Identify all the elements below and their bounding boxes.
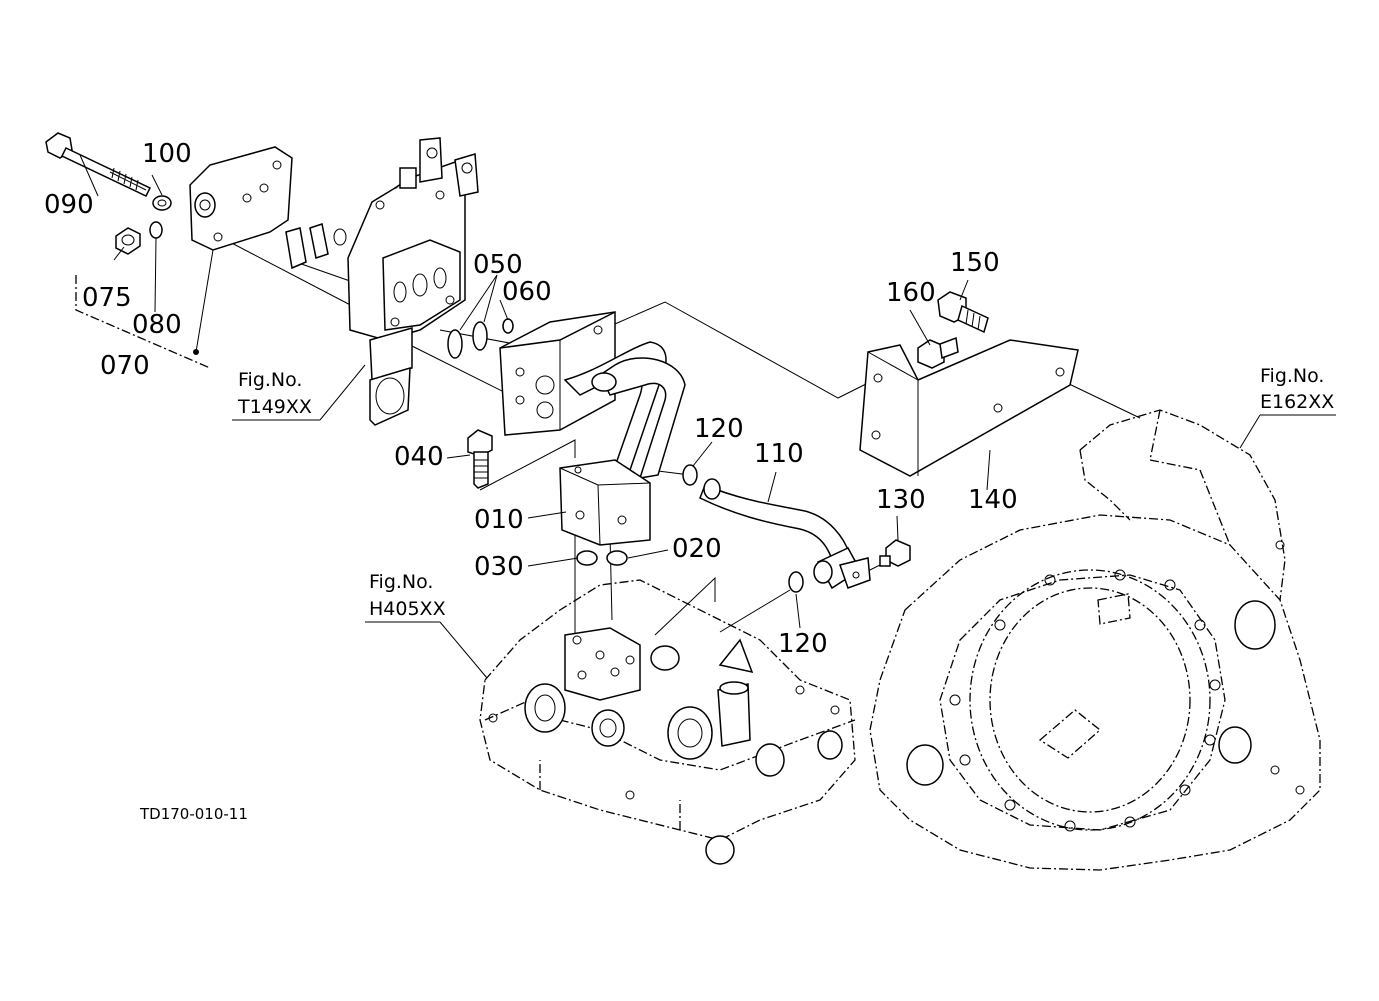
label-010: 010 <box>474 505 524 535</box>
fig-ref-case-prefix: Fig.No. <box>1260 365 1324 387</box>
drawing-code: TD170-010-11 <box>139 805 248 823</box>
o-ring-030 <box>576 550 598 566</box>
bolt-130 <box>879 539 911 567</box>
label-140: 140 <box>968 485 1018 515</box>
pipe-110 <box>699 478 871 590</box>
figure-references: Fig.No. T149XX Fig.No. H405XX Fig.No. E1… <box>237 365 1334 620</box>
fig-ref-case-code: E162XX <box>1260 391 1334 413</box>
fig-ref-valve-prefix: Fig.No. <box>238 369 302 391</box>
o-ring-020 <box>606 550 628 566</box>
flange-plate <box>189 146 293 355</box>
hydraulic-housing <box>479 579 856 865</box>
label-160: 160 <box>886 278 936 308</box>
label-110: 110 <box>754 439 804 469</box>
bolt-150 <box>937 291 989 334</box>
bracket-140 <box>859 339 1079 477</box>
label-100: 100 <box>142 139 192 169</box>
bolt-090 <box>45 132 152 197</box>
o-ring-120-lower <box>788 571 804 593</box>
fig-ref-housing-code: H405XX <box>369 598 446 620</box>
label-090: 090 <box>44 190 94 220</box>
label-leaders <box>79 154 1336 679</box>
label-040: 040 <box>394 442 444 472</box>
plug-075 <box>115 227 141 255</box>
o-ring-080 <box>149 221 163 239</box>
label-080: 080 <box>132 310 182 340</box>
label-120-lower: 120 <box>778 629 828 659</box>
transmission-case <box>869 409 1321 871</box>
label-130: 130 <box>876 485 926 515</box>
label-050: 050 <box>473 250 523 280</box>
fig-ref-housing-prefix: Fig.No. <box>369 571 433 593</box>
label-075: 075 <box>82 283 132 313</box>
bolt-160 <box>917 336 959 369</box>
fig-ref-valve-code: T149XX <box>237 396 312 418</box>
o-rings-050 <box>447 274 498 359</box>
pipe-010 <box>559 341 686 546</box>
o-ring-120-upper <box>682 464 698 486</box>
washer-100 <box>152 195 172 211</box>
group-bracket-070 <box>75 275 211 369</box>
label-150: 150 <box>950 248 1000 278</box>
label-030: 030 <box>474 552 524 582</box>
label-120-upper: 120 <box>694 414 744 444</box>
o-ring-060 <box>502 318 514 334</box>
label-020: 020 <box>672 534 722 564</box>
part-labels: 010 020 030 040 050 060 070 075 080 090 … <box>44 139 1018 659</box>
control-valve <box>285 137 479 426</box>
manifold-block <box>499 311 616 436</box>
label-060: 060 <box>502 277 552 307</box>
label-070: 070 <box>100 351 150 381</box>
screw-040 <box>467 429 493 489</box>
